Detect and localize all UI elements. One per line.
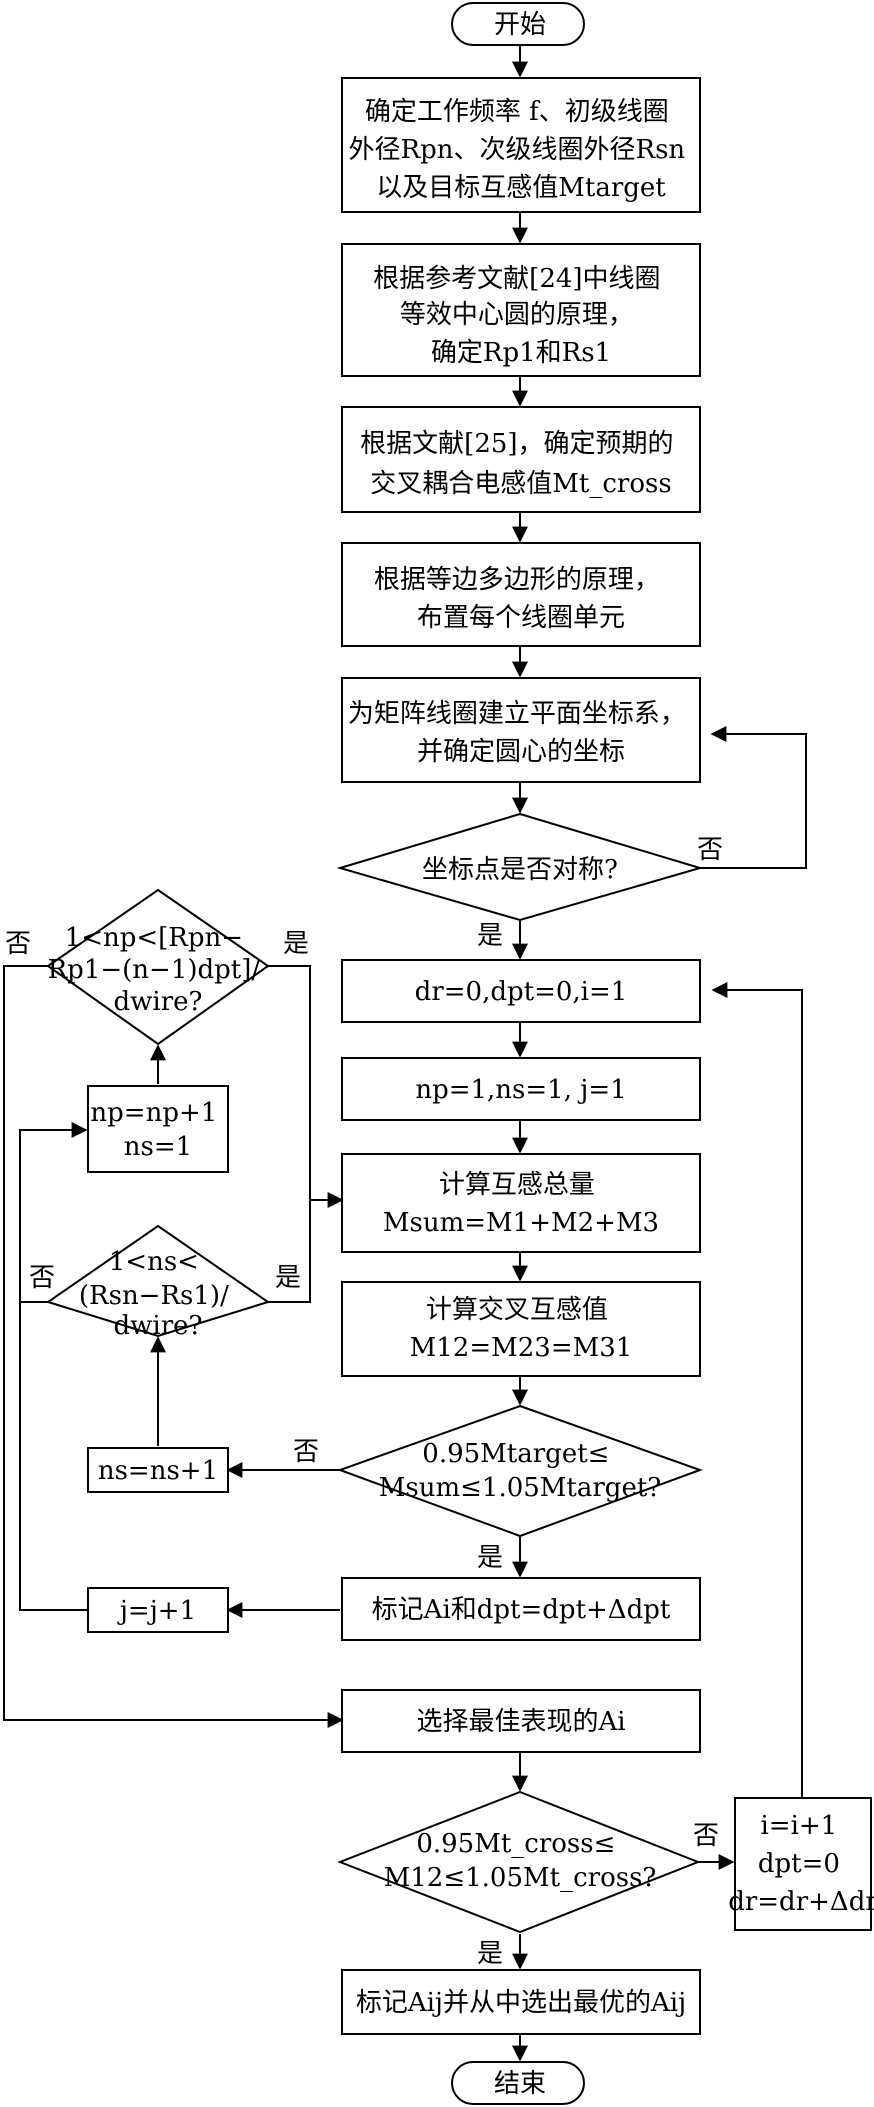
left-box-2-label: ns=ns+1	[98, 1456, 218, 1486]
dl2-yes-label: 是	[275, 1263, 301, 1293]
step-10-label: 标记Ai和dpt=dpt+Δdpt	[372, 1595, 671, 1625]
step-11-box	[341, 1689, 701, 1753]
left-decision-2-label: 1<ns< (Rsn−Rs1)/ dwire?	[79, 1247, 237, 1341]
step-12-box	[341, 1969, 701, 2035]
d3-yes-label: 是	[477, 1939, 503, 1969]
step-9-label: 计算交叉互感值 M12=M23=M31	[410, 1295, 633, 1363]
step-1-box	[341, 77, 701, 213]
dl1-no-label: 否	[5, 929, 31, 959]
node-labels: 开始 确定工作频率 f、初级线圈 外径Rpn、次级线圈外径Rsn 以及目标互感值…	[48, 10, 874, 2099]
step-8-box	[341, 1153, 701, 1253]
connectors	[3, 45, 807, 2062]
arrow-dl2-yes-s8	[268, 1192, 344, 1303]
left-box-2	[87, 1447, 229, 1493]
decision-3-diamond	[337, 1790, 701, 1934]
d2-yes-label: 是	[477, 1543, 503, 1573]
d2-no-label: 否	[293, 1437, 319, 1467]
step-10-box	[341, 1577, 701, 1641]
dl2-no-label: 否	[29, 1263, 55, 1293]
left-decision-1-diamond	[46, 888, 270, 1046]
start-label: 开始	[494, 10, 546, 40]
d1-no-label: 否	[697, 835, 723, 865]
step-3-box	[341, 406, 701, 513]
step-5-box	[341, 677, 701, 783]
left-box-1	[87, 1085, 229, 1173]
decision-1-label: 坐标点是否对称?	[422, 855, 618, 885]
step-9-box	[341, 1281, 701, 1377]
end-terminal	[451, 2061, 585, 2105]
arrow-dl1-yes-s8	[268, 965, 311, 1200]
left-box-1-label: np=np+1 ns=1	[90, 1098, 225, 1162]
arrow-dl2-no-bl1	[19, 1122, 88, 1303]
decision-3-label: 0.95Mt_cross≤ M12≤1.05Mt_cross?	[384, 1829, 657, 1893]
left-box-3	[87, 1587, 229, 1633]
dl1-yes-label: 是	[283, 929, 309, 959]
step-8-label: 计算互感总量 Msum=M1+M2+M3	[383, 1170, 659, 1238]
right-box-label: i=i+1 dpt=0 dr=dr+Δdr	[728, 1811, 874, 1917]
step-2-box	[341, 243, 701, 377]
end-label: 结束	[494, 2069, 546, 2099]
decision-2-label: 0.95Mtarget≤ Msum≤1.05Mtarget?	[379, 1439, 661, 1503]
step-5-label: 为矩阵线圈建立平面坐标系， 并确定圆心的坐标	[348, 699, 694, 767]
step-11-label: 选择最佳表现的Ai	[416, 1707, 625, 1737]
decision-2-diamond	[337, 1404, 703, 1538]
step-12-label: 标记Aij并从中选出最优的Aij	[356, 1988, 686, 2018]
shapes	[45, 2, 872, 2105]
step-1-label: 确定工作频率 f、初级线圈 外径Rpn、次级线圈外径Rsn 以及目标互感值Mta…	[349, 97, 694, 203]
step-4-label: 根据等边多边形的原理， 布置每个线圈单元	[374, 565, 668, 633]
step-7-label: np=1,ns=1, j=1	[415, 1075, 626, 1105]
decision-1-diamond	[336, 812, 704, 922]
step-6-box	[341, 959, 701, 1023]
edge-labels: 否 是 否 是 否 是 否 是 否 是	[5, 835, 723, 1969]
arrow-br-s6-loop	[711, 982, 803, 1798]
arrow-dl1-no-s11	[3, 965, 344, 1728]
left-decision-1-label: 1<np<[Rpn− Rp1−(n−1)dpt]/ dwire?	[48, 923, 269, 1017]
left-decision-2-diamond	[45, 1224, 271, 1338]
step-6-label: dr=0,dpt=0,i=1	[415, 977, 628, 1007]
step-2-label: 根据参考文献[24]中线圈 等效中心圆的原理， 确定Rp1和Rs1	[373, 264, 669, 368]
arrow-d1-no-loop	[700, 726, 807, 869]
start-terminal	[451, 2, 585, 46]
d1-yes-label: 是	[477, 921, 503, 951]
left-box-3-label: j=j+1	[117, 1596, 196, 1626]
right-box	[734, 1797, 872, 1931]
step-3-label: 根据文献[25]，确定预期的 交叉耦合电感值Mt_cross	[360, 429, 682, 499]
step-4-box	[341, 542, 701, 647]
step-7-box	[341, 1057, 701, 1121]
d3-no-label: 否	[693, 1821, 719, 1851]
